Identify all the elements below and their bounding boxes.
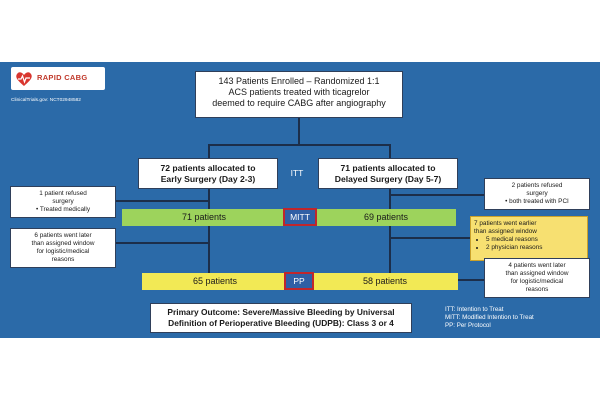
enrollment-box: 143 Patients Enrolled – Randomized 1:1 A… (195, 71, 403, 118)
right-bottom-line-4: reasons (525, 286, 549, 293)
trial-registration-id: ClinicalTrials.gov: NCT02948582 (11, 98, 81, 103)
right-mid-line-2: than assigned window (474, 228, 537, 235)
went-later-box-right: 4 patients went later than assigned wind… (484, 258, 590, 298)
refused-surgery-box-left: 1 patient refused surgery • Treated medi… (10, 186, 116, 218)
connector-right-top-branch (389, 194, 485, 196)
right-bottom-line-2: than assigned window (505, 270, 569, 277)
went-earlier-box-right: 7 patients went earlier than assigned wi… (470, 216, 588, 261)
early-surgery-arm-box: 72 patients allocated to Early Surgery (… (138, 158, 278, 189)
left-top-line-1: 1 patient refused (39, 190, 87, 197)
delayed-arm-line-2: Delayed Surgery (Day 5-7) (334, 174, 442, 184)
left-top-bullet: • Treated medically (35, 206, 91, 213)
pp-tag: PP (284, 272, 314, 290)
legend-mitt: MITT: Modified Intention to Treat (445, 314, 534, 322)
went-later-box-left: 6 patients went later than assigned wind… (10, 228, 116, 268)
left-bottom-line-1: 6 patients went later (34, 232, 92, 239)
legend-itt: ITT: Intention to Treat (445, 306, 504, 313)
right-top-line-1: 2 patients refused (511, 182, 563, 189)
right-top-line-2: surgery (526, 190, 548, 197)
pp-right-count: 58 patients (362, 276, 408, 286)
flow-diagram-slide: RAPID CABG ClinicalTrials.gov: NCT029485… (0, 62, 600, 338)
connector-left-trunk (208, 189, 210, 279)
left-top-line-2: surgery (52, 198, 74, 205)
mitt-band-left: 71 patients (122, 209, 286, 226)
pp-left-count: 65 patients (192, 276, 238, 286)
connector-left-top-branch (115, 200, 209, 202)
connector-right-mid-branch (389, 237, 471, 239)
mitt-tag: MITT (283, 208, 317, 226)
right-mid-bullets: 5 medical reasons 2 physician reasons (474, 236, 584, 252)
itt-label: ITT (290, 168, 304, 178)
rapid-cabg-logo: RAPID CABG (11, 67, 105, 90)
left-bottom-line-2: than assigned window (31, 240, 95, 247)
pp-band-right: 58 patients (312, 273, 458, 290)
right-bottom-line-1: 4 patients went later (508, 262, 566, 269)
right-bottom-line-3: for logistic/medical (510, 278, 564, 285)
connector-right-trunk (389, 189, 391, 279)
enrollment-line-1: 143 Patients Enrolled – Randomized 1:1 (218, 76, 380, 86)
enrollment-line-3: deemed to require CABG after angiography (212, 98, 386, 108)
left-top-bullet-text: Treated medically (39, 206, 91, 213)
delayed-surgery-arm-box: 71 patients allocated to Delayed Surgery… (318, 158, 458, 189)
connector-right-arm-down (389, 144, 391, 158)
connector-left-bottom-branch (115, 242, 209, 244)
connector-horizontal-split (208, 144, 390, 146)
right-mid-bullet-1: 5 medical reasons (486, 236, 584, 244)
left-bottom-line-3: for logistic/medical (36, 248, 90, 255)
connector-vertical-top (298, 118, 300, 144)
abbreviation-legend: ITT: Intention to Treat MITT: Modified I… (445, 306, 534, 331)
right-mid-bullet-2: 2 physician reasons (486, 244, 584, 252)
early-arm-line-1: 72 patients allocated to (160, 163, 256, 173)
pp-band-left: 65 patients (142, 273, 288, 290)
refused-surgery-box-right: 2 patients refused surgery • both treate… (484, 178, 590, 210)
heart-logo-icon (16, 72, 32, 86)
logo-text: RAPID CABG (37, 73, 88, 82)
left-bottom-line-4: reasons (51, 256, 75, 263)
primary-outcome-box: Primary Outcome: Severe/Massive Bleeding… (150, 303, 412, 333)
mitt-right-count: 69 patients (363, 212, 409, 222)
right-top-bullet: • both treated with PCI (505, 198, 569, 205)
legend-pp: PP: Per Protocol (445, 322, 491, 330)
delayed-arm-line-1: 71 patients allocated to (340, 163, 436, 173)
outcome-line-2: Definition of Perioperative Bleeding (UD… (168, 318, 394, 328)
connector-left-arm-down (208, 144, 210, 158)
mitt-band-right: 69 patients (316, 209, 456, 226)
right-mid-line-1: 7 patients went earlier (474, 220, 537, 227)
enrollment-line-2: ACS patients treated with ticagrelor (228, 87, 370, 97)
right-top-bullet-text: both treated with PCI (509, 198, 569, 205)
mitt-left-count: 71 patients (181, 212, 227, 222)
early-arm-line-2: Early Surgery (Day 2-3) (160, 174, 256, 184)
outcome-line-1: Primary Outcome: Severe/Massive Bleeding… (167, 307, 395, 317)
